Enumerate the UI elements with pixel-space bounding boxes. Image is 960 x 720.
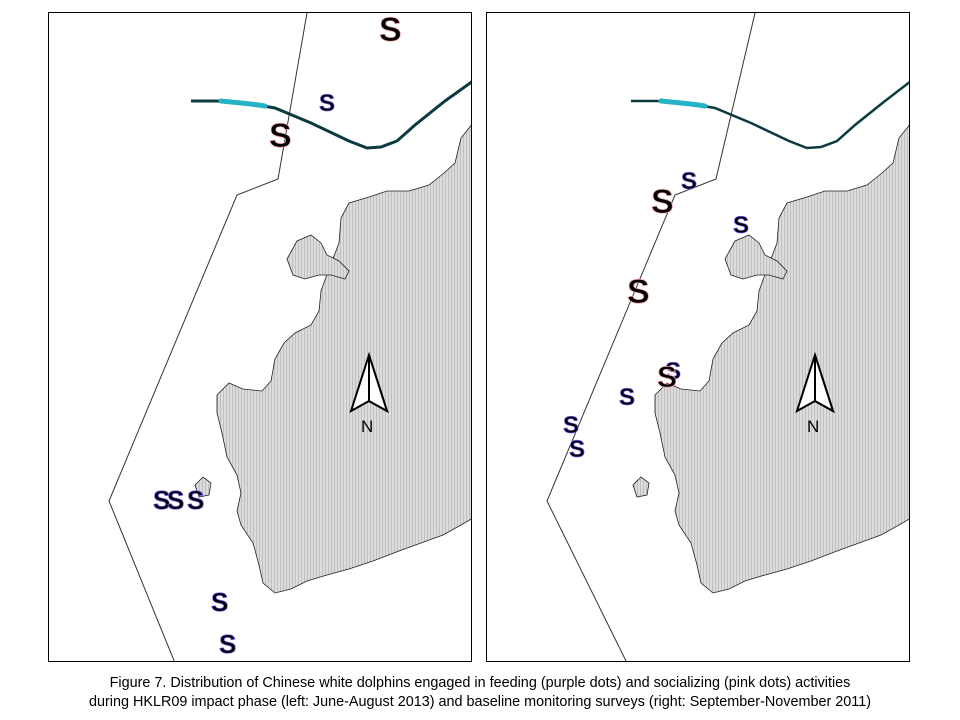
map-canvas-right: S S S S S S S S S	[546, 13, 909, 661]
small-island	[724, 234, 788, 280]
north-arrow	[349, 351, 389, 414]
dolphin-symbols-left: S S S S S S S S	[153, 13, 402, 659]
map-panel-right: S S S S S S S S S N	[486, 12, 910, 662]
socializing-symbol: S	[627, 273, 650, 311]
socializing-symbol: S	[379, 13, 402, 49]
caption-line-2: during HKLR09 impact phase (left: June-A…	[88, 694, 872, 710]
feeding-symbol: S	[167, 485, 184, 515]
north-label: N	[807, 417, 820, 436]
feeding-symbol: S	[733, 212, 749, 239]
feeding-symbol: S	[681, 168, 697, 195]
feeding-symbol: S	[219, 629, 236, 659]
feeding-symbol: S	[153, 485, 170, 515]
figure-caption: Figure 7. Distribution of Chinese white …	[0, 674, 960, 712]
feeding-symbol: S	[319, 90, 335, 117]
socializing-symbol: S	[651, 183, 674, 221]
socializing-symbol: S	[269, 117, 292, 155]
dolphin-symbols-right: S S S S S S S S S	[563, 168, 750, 464]
feeding-symbol: S	[211, 587, 228, 617]
north-arrow	[795, 351, 835, 414]
small-island	[286, 234, 350, 280]
land-mass	[216, 124, 471, 594]
bridge-road-fill	[658, 98, 708, 109]
bridge-road-fill	[218, 98, 268, 109]
feeding-symbol: S	[619, 384, 635, 411]
land-mass	[654, 124, 909, 594]
survey-area-boundary	[108, 13, 308, 661]
feeding-symbol: S	[665, 358, 681, 385]
feeding-symbol: S	[563, 412, 579, 439]
islet	[632, 476, 650, 498]
map-panel-left: S S S S S S S S N	[48, 12, 472, 662]
bridge-road	[631, 80, 909, 150]
north-label: N	[361, 417, 374, 436]
feeding-symbol: S	[569, 436, 585, 463]
map-canvas-left: S S S S S S S S	[108, 13, 471, 661]
caption-line-1: Figure 7. Distribution of Chinese white …	[109, 675, 851, 691]
feeding-symbol: S	[187, 485, 204, 515]
socializing-symbol: S	[657, 361, 677, 394]
islet	[194, 476, 212, 498]
survey-area-boundary	[546, 13, 756, 661]
